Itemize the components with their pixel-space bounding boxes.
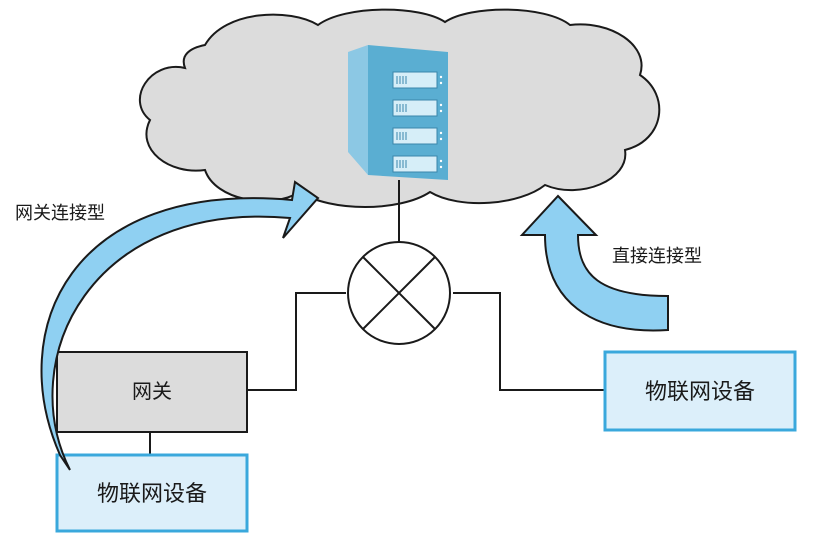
- iot-device-right-box: [603, 350, 797, 432]
- iot-device-right-label: 物联网设备: [645, 380, 755, 405]
- gateway-label: 网关: [132, 379, 172, 403]
- iot-device-left-label: 物联网设备: [97, 482, 207, 507]
- server-rack-icon: [348, 45, 448, 180]
- direct-connection-label: 直接连接型: [612, 246, 702, 267]
- curved-arrow-icon: [40, 180, 320, 471]
- gateway-box: [56, 351, 248, 433]
- connection-lines: [149, 180, 605, 455]
- router-cross-circle-icon: [347, 241, 451, 345]
- gateway-connection-label: 网关连接型: [15, 203, 105, 224]
- iot-device-left-box: [55, 453, 249, 533]
- curved-up-arrow-icon: [519, 194, 669, 332]
